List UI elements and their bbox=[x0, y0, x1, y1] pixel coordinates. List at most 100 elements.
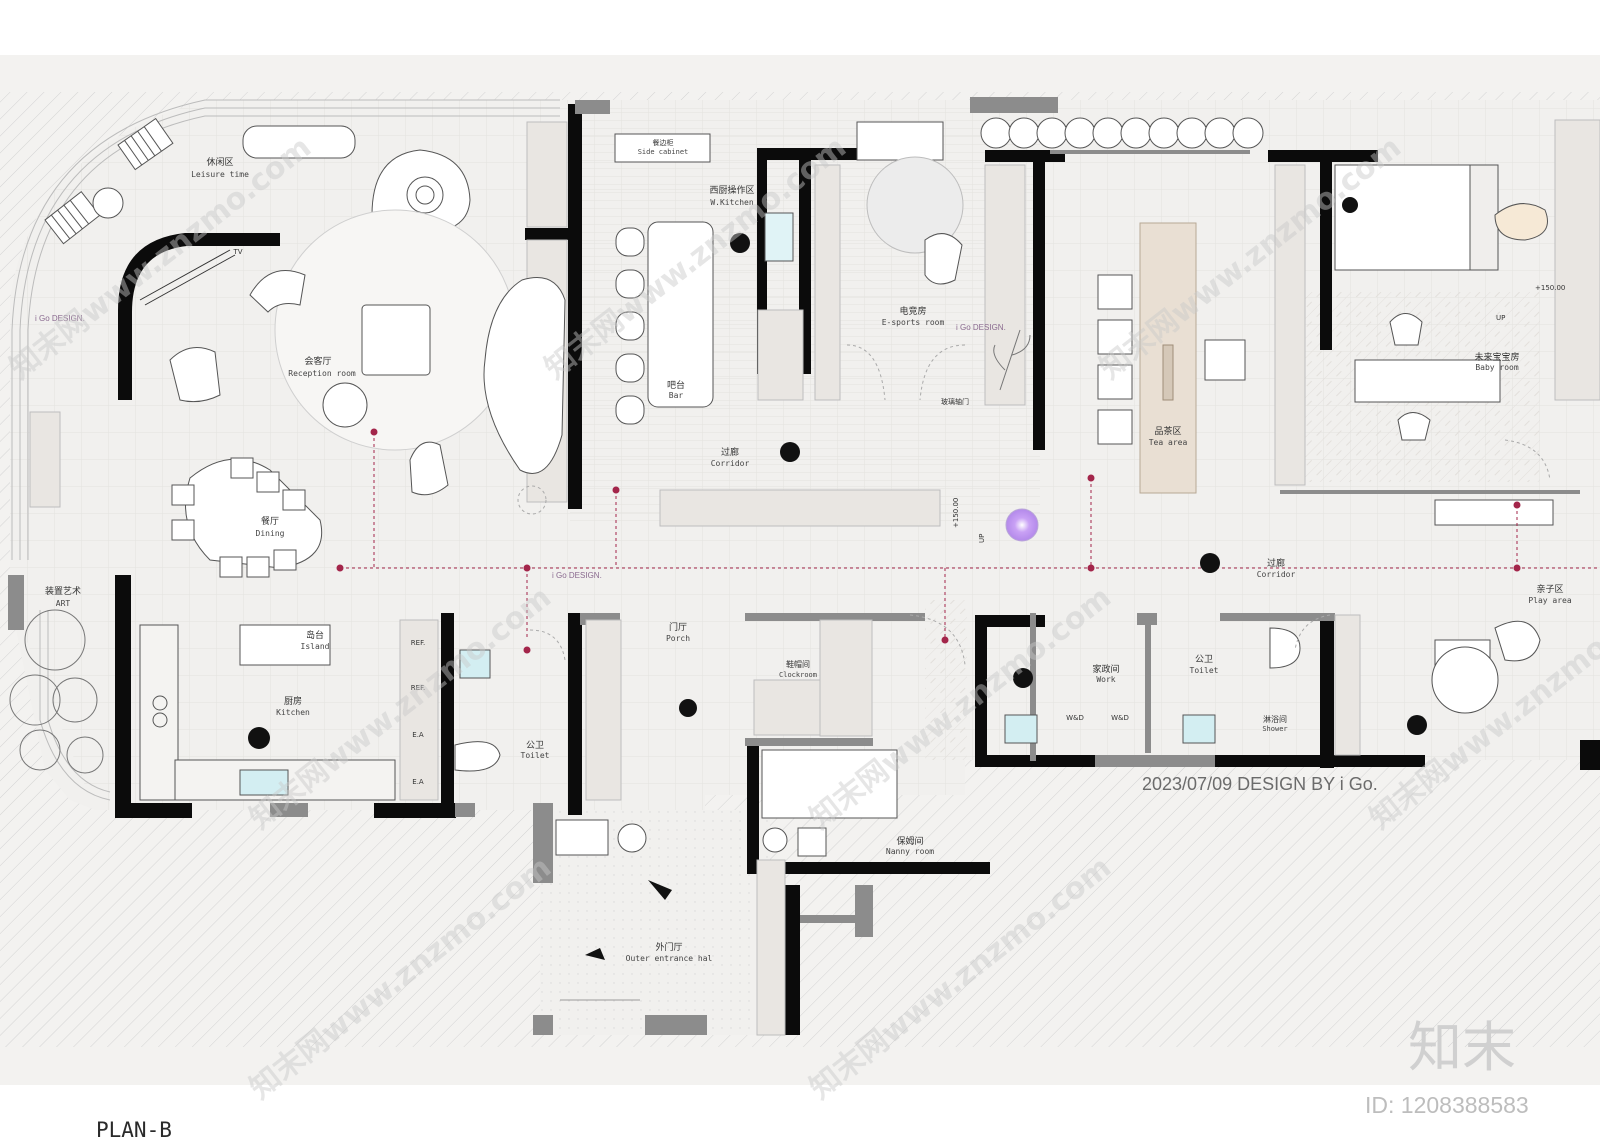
wd-tag-1: W&D bbox=[1066, 714, 1084, 722]
wash-basin bbox=[1004, 714, 1038, 744]
label-dining-en: Dining bbox=[256, 529, 285, 538]
plan-title: PLAN-B bbox=[96, 1118, 172, 1142]
coffee-table bbox=[361, 304, 431, 376]
label-corridor-2-en: Corridor bbox=[1257, 570, 1296, 579]
ref-tag-1: REF. bbox=[411, 639, 425, 647]
console bbox=[1434, 499, 1554, 526]
appliance-tags: REF. REF. E.A E.A W&D W&D bbox=[411, 639, 1129, 786]
label-kitchen-en: Kitchen bbox=[276, 708, 310, 717]
label-leisure-zh: 休闲区 bbox=[206, 156, 233, 168]
room-labels: 休闲区 Leisure time TV 会客厅 Reception room 餐… bbox=[45, 138, 1572, 963]
label-nanny-en: Nanny room bbox=[886, 847, 934, 856]
side-cabinet bbox=[614, 133, 711, 163]
label-toilet-2-zh: 公卫 bbox=[1195, 654, 1213, 665]
label-work-en: Work bbox=[1096, 675, 1115, 684]
bar-stools bbox=[615, 227, 645, 425]
tree-symbols bbox=[9, 609, 104, 774]
armchair bbox=[409, 441, 449, 496]
label-kitchen-zh: 厨房 bbox=[284, 695, 302, 707]
wall bbox=[525, 228, 569, 240]
bench bbox=[856, 121, 944, 161]
bench bbox=[555, 819, 609, 856]
tea-stool bbox=[1204, 339, 1246, 381]
toy bbox=[1494, 203, 1548, 241]
corridor-level: +150.00 bbox=[952, 498, 960, 528]
label-corridor-2-zh: 过廊 bbox=[1267, 557, 1285, 569]
toilet bbox=[1269, 627, 1301, 669]
ea-tag-2: E.A bbox=[412, 778, 424, 786]
bed bbox=[761, 749, 898, 819]
label-porch-en: Porch bbox=[666, 634, 690, 643]
label-side-cabinet-en: Side cabinet bbox=[638, 148, 689, 156]
floor-lamp bbox=[1005, 508, 1039, 542]
axis-lines bbox=[340, 432, 1600, 640]
label-porch-zh: 门厅 bbox=[669, 621, 687, 633]
furniture bbox=[9, 117, 1554, 857]
dining-chairs bbox=[171, 457, 306, 578]
label-play-zh: 亲子区 bbox=[1536, 583, 1563, 595]
label-toilet-1-en: Toilet bbox=[521, 751, 550, 760]
label-outer-hall-en: Outer entrance hal bbox=[626, 954, 713, 963]
cushion-row bbox=[980, 117, 1264, 149]
label-tv: TV bbox=[232, 248, 242, 256]
label-wkitchen-en: W.Kitchen bbox=[710, 198, 754, 207]
lounge-chair bbox=[44, 190, 101, 245]
label-island-zh: 岛台 bbox=[306, 629, 324, 641]
people bbox=[248, 197, 1427, 960]
label-nanny-zh: 保姆间 bbox=[896, 835, 923, 847]
baby-level: +150.00 bbox=[1535, 284, 1565, 292]
studio-tags: i Go DESIGN. i Go DESIGN. i Go DESIGN. bbox=[35, 314, 1006, 580]
label-baby-en: Baby room bbox=[1475, 363, 1519, 372]
toilet bbox=[454, 741, 501, 772]
nightstand bbox=[797, 827, 827, 857]
sink bbox=[764, 212, 794, 262]
label-tea-en: Tea area bbox=[1149, 438, 1188, 447]
label-shower-en: Shower bbox=[1262, 725, 1287, 733]
label-dining-zh: 餐厅 bbox=[261, 515, 279, 527]
sofa bbox=[483, 277, 566, 474]
label-reception-en: Reception room bbox=[288, 369, 356, 378]
label-island-en: Island bbox=[301, 642, 330, 651]
label-wkitchen-zh: 西厨操作区 bbox=[709, 184, 754, 196]
label-clockroom-zh: 鞋帽间 bbox=[786, 659, 810, 669]
chair bbox=[1389, 313, 1423, 346]
door-swings bbox=[517, 344, 1551, 666]
label-clockroom-en: Clockroom bbox=[779, 671, 817, 679]
lounge-chair bbox=[117, 117, 174, 171]
label-corridor-1-en: Corridor bbox=[711, 459, 750, 468]
label-reception-zh: 会客厅 bbox=[304, 355, 331, 367]
label-side-cabinet-zh: 餐边柜 bbox=[653, 138, 674, 147]
wall bbox=[568, 104, 582, 509]
label-bar-zh: 吧台 bbox=[667, 379, 685, 391]
sink bbox=[239, 769, 289, 796]
studio-tag-3: i Go DESIGN. bbox=[956, 323, 1006, 332]
armchair bbox=[249, 270, 306, 313]
axis-nodes bbox=[336, 428, 1521, 654]
gaming-chair bbox=[924, 233, 963, 285]
cabinets bbox=[29, 119, 1600, 1036]
chair bbox=[1397, 412, 1431, 441]
label-art-en: ART bbox=[56, 599, 71, 608]
ref-tag-2: REF. bbox=[411, 684, 425, 692]
studio-tag-1: i Go DESIGN. bbox=[35, 314, 85, 323]
baby-up: UP bbox=[1496, 314, 1505, 322]
design-credit: 2023/07/09 DESIGN BY i Go. bbox=[1142, 774, 1378, 794]
label-play-en: Play area bbox=[1528, 596, 1572, 605]
label-glass-door: 玻璃轴门 bbox=[941, 397, 969, 406]
plant bbox=[993, 329, 1031, 391]
level-marks: +150.00 UP +150.00 UP bbox=[952, 284, 1565, 543]
bench bbox=[242, 125, 356, 159]
label-bar-en: Bar bbox=[669, 391, 684, 400]
label-toilet-2-en: Toilet bbox=[1190, 666, 1219, 675]
label-baby-zh: 未来宝宝房 bbox=[1474, 351, 1519, 363]
wash-basin bbox=[459, 649, 491, 679]
ea-tag-1: E.A bbox=[412, 731, 424, 739]
label-esports-zh: 电竞房 bbox=[899, 305, 926, 317]
kitchen-island bbox=[239, 624, 331, 666]
desk bbox=[1354, 359, 1501, 403]
round-table bbox=[1431, 646, 1499, 714]
stool bbox=[617, 823, 647, 853]
label-tea-zh: 品茶区 bbox=[1154, 425, 1181, 437]
bed bbox=[1334, 164, 1471, 271]
